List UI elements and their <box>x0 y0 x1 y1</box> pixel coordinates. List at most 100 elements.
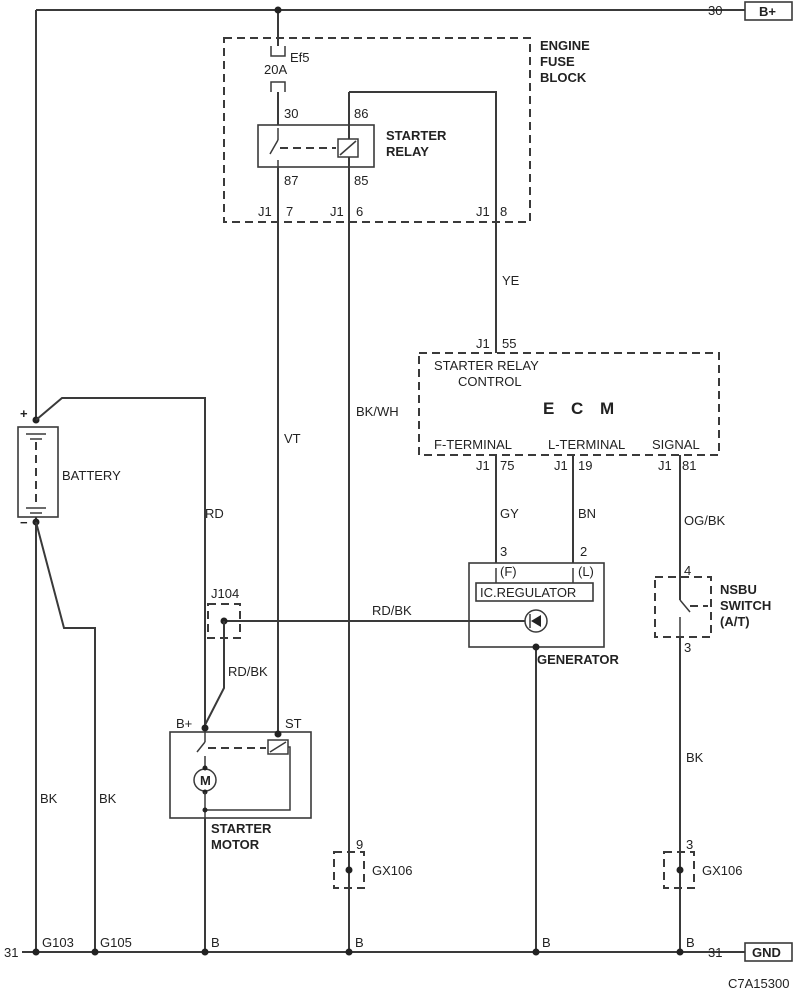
b-plus-rail: 30 B+ <box>36 1 793 21</box>
nsbu-title-2: SWITCH <box>720 598 771 613</box>
gx106-right-label: GX106 <box>702 863 742 878</box>
starter-motor: B+ ST M STARTER MOTOR <box>169 716 312 852</box>
wire-gy-path: GY <box>495 455 519 568</box>
ground-b-2: B <box>355 935 364 950</box>
nsbu-pin-3: 3 <box>684 640 691 655</box>
gx106-left-pin: 9 <box>356 837 363 852</box>
splice-j104-label: J104 <box>211 586 239 601</box>
relay-pin-86: 86 <box>354 106 368 121</box>
wire-bk-left1: BK <box>40 791 58 806</box>
starter-st: ST <box>285 716 302 731</box>
wire-vt-path: VT <box>277 168 301 734</box>
generator-pin-2: 2 <box>580 544 587 559</box>
ecm-conn-81: J1 <box>658 458 672 473</box>
relay-title-1: STARTER <box>386 128 447 143</box>
wire-bk-switch: BK <box>686 750 704 765</box>
battery-ground-wires: BK BK G103 G105 <box>32 517 132 956</box>
starter-b-plus: B+ <box>176 716 192 731</box>
ground-g105: G105 <box>100 935 132 950</box>
ground-b-3: B <box>542 935 551 950</box>
relay-title-2: RELAY <box>386 144 429 159</box>
relay-pin-87: 87 <box>284 173 298 188</box>
nsbu-title-3: (A/T) <box>720 614 750 629</box>
fuse-block-j1-c: J1 <box>476 204 490 219</box>
starter-relay: 30 86 87 85 STARTER RELAY <box>257 92 447 188</box>
wire-ye-path: YE <box>349 91 520 353</box>
battery-feed-wire: RD <box>32 10 224 725</box>
ecm: J1 55 STARTER RELAY CONTROL E C M F-TERM… <box>418 336 720 473</box>
diagram-code: C7A15300 <box>728 976 789 991</box>
ground-junctions: B B B B <box>201 935 695 956</box>
wire-og-bk: OG/BK <box>684 513 726 528</box>
gnd-label: GND <box>752 945 781 960</box>
ground-rail: 31 31 GND <box>4 942 793 962</box>
b-plus-label: B+ <box>759 4 776 19</box>
ecm-pin-55: 55 <box>502 336 516 351</box>
rail-top-number: 30 <box>708 3 722 18</box>
generator-pin-l: (L) <box>578 564 594 579</box>
wire-bk-wh: BK/WH <box>356 404 399 419</box>
wire-ye: YE <box>502 273 520 288</box>
ecm-term-l: L-TERMINAL <box>548 437 625 452</box>
fuse-block-title-3: BLOCK <box>540 70 587 85</box>
fuse-block-pin-7: 7 <box>286 204 293 219</box>
ecm-conn-75: J1 <box>476 458 490 473</box>
relay-pin-85: 85 <box>354 173 368 188</box>
ground-g103: G103 <box>42 935 74 950</box>
starter-title-1: STARTER <box>211 821 272 836</box>
battery: + − BATTERY <box>17 406 121 530</box>
wire-bn: BN <box>578 506 596 521</box>
fuse-block-j1-b: J1 <box>330 204 344 219</box>
fuse-ef5: Ef5 20A <box>264 6 310 128</box>
rail-bottom-number-right: 31 <box>708 945 722 960</box>
ecm-pin-19: 19 <box>578 458 592 473</box>
fuse-block-title-1: ENGINE <box>540 38 590 53</box>
fuse-name: Ef5 <box>290 50 310 65</box>
ground-b-1: B <box>211 935 220 950</box>
wire-og-bk-path: OG/BK <box>679 455 726 600</box>
nsbu-title-1: NSBU <box>720 582 757 597</box>
ecm-pin-81: 81 <box>682 458 696 473</box>
nsbu-switch: 4 3 NSBU SWITCH (A/T) <box>654 563 771 655</box>
battery-minus: − <box>20 515 28 530</box>
ecm-term-signal: SIGNAL <box>652 437 700 452</box>
fuse-block-j1-a: J1 <box>258 204 272 219</box>
battery-label: BATTERY <box>62 468 121 483</box>
wire-bk-wh-path: BK/WH <box>348 168 399 952</box>
generator-regulator: IC.REGULATOR <box>480 585 576 600</box>
ground-gx106-left: 9 GX106 <box>333 837 412 889</box>
fuse-rating: 20A <box>264 62 287 77</box>
generator-pin-f: (F) <box>500 564 517 579</box>
engine-fuse-block: ENGINE FUSE BLOCK Ef5 20A 30 86 87 85 ST… <box>223 6 590 223</box>
gx106-left-label: GX106 <box>372 863 412 878</box>
wire-rd: RD <box>205 506 224 521</box>
ecm-term-f: F-TERMINAL <box>434 437 512 452</box>
wire-gy: GY <box>500 506 519 521</box>
wire-rd-bk-vertical: RD/BK <box>228 664 268 679</box>
fuse-block-title-2: FUSE <box>540 54 575 69</box>
generator-label: GENERATOR <box>537 652 619 667</box>
ecm-conn-top: J1 <box>476 336 490 351</box>
motor-symbol: M <box>200 773 211 788</box>
wire-rd-bk-horizontal: RD/BK <box>372 603 412 618</box>
ecm-function-1: STARTER RELAY <box>434 358 539 373</box>
ecm-conn-19: J1 <box>554 458 568 473</box>
splice-j104: J104 RD/BK <box>204 586 268 726</box>
generator-pin-3: 3 <box>500 544 507 559</box>
ecm-title: E C M <box>543 399 620 418</box>
ecm-pin-75: 75 <box>500 458 514 473</box>
ecm-function-2: CONTROL <box>458 374 522 389</box>
rail-bottom-number-left: 31 <box>4 945 18 960</box>
wire-vt: VT <box>284 431 301 446</box>
fuse-block-pin-8: 8 <box>500 204 507 219</box>
ground-gx106-right: 3 GX106 <box>663 837 742 889</box>
wire-bn-path: BN <box>572 455 596 568</box>
fuse-block-pin-6: 6 <box>356 204 363 219</box>
generator: 3 2 (F) (L) IC.REGULATOR GENERATOR <box>468 544 619 667</box>
wire-bk-left2: BK <box>99 791 117 806</box>
ground-b-4: B <box>686 935 695 950</box>
starter-title-2: MOTOR <box>211 837 260 852</box>
wire-bk-switch-path: BK <box>679 637 704 952</box>
nsbu-pin-4: 4 <box>684 563 691 578</box>
